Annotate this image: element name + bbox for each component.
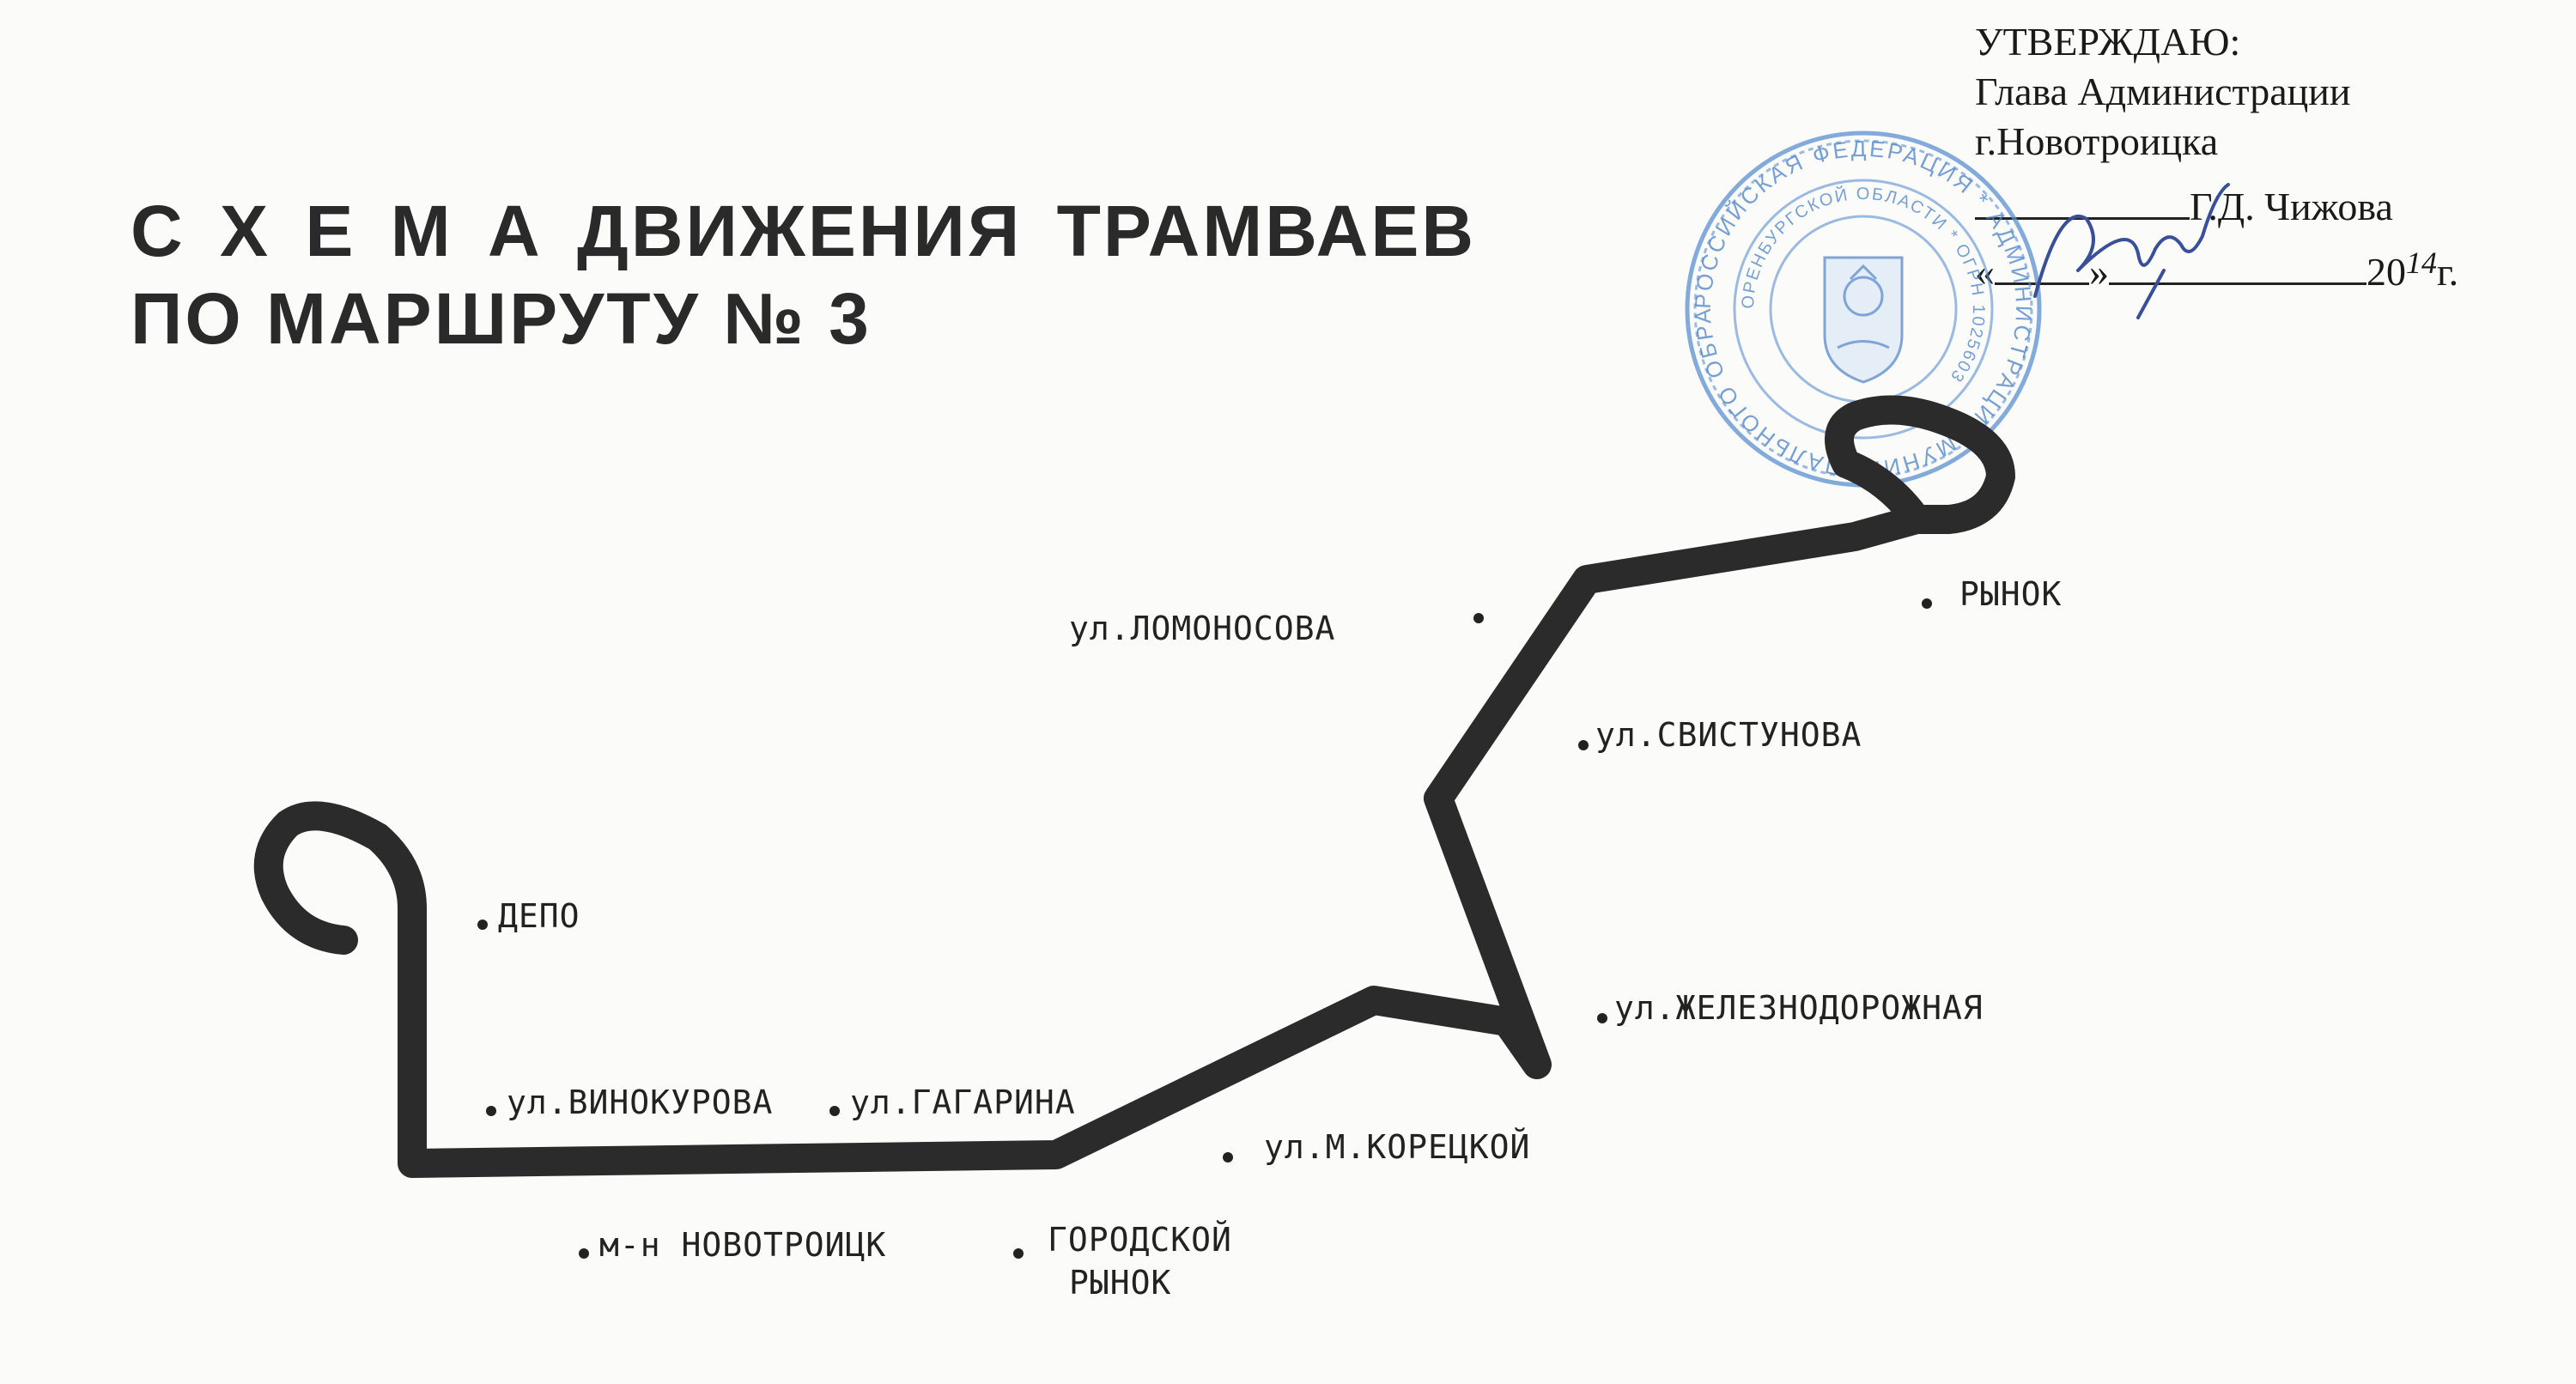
stop-label-zheleznodorozhnaya: ул.ЖЕЛЕЗНОДОРОЖНАЯ — [1614, 989, 1984, 1027]
coat-of-arms-icon — [1823, 256, 1904, 384]
stop-dot-lomonosova — [1473, 613, 1484, 623]
approval-position-line-1: Глава Администрации — [1975, 70, 2351, 113]
year-prefix: 20 — [2366, 250, 2406, 294]
approval-date-line: «»2014г. — [1975, 246, 2459, 300]
stop-dot-gagarina — [829, 1106, 840, 1116]
approval-block: УТВЕРЖДАЮ: Глава Администрации г.Новотро… — [1975, 17, 2458, 300]
stop-dot-novotroitsk — [579, 1248, 589, 1259]
stop-dot-vinokurova — [486, 1106, 496, 1116]
stop-dot-koretskoy — [1223, 1152, 1233, 1162]
approval-heading: УТВЕРЖДАЮ: — [1975, 20, 2241, 64]
stop-dot-rynok — [1922, 598, 1932, 609]
date-month-blank — [2109, 282, 2366, 285]
stop-label-gorodskoy-line-2: РЫНОК — [1069, 1264, 1172, 1302]
stop-dot-depo — [477, 920, 488, 930]
handwritten-signature-icon — [2033, 183, 2230, 319]
stop-dot-svistunova — [1578, 740, 1589, 750]
stop-label-gorodskoy-line-1: ГОРОДСКОЙ — [1048, 1221, 1232, 1259]
tram-route-line — [253, 395, 2015, 1178]
date-day-blank — [1995, 282, 2089, 285]
year-suffix: г. — [2437, 250, 2459, 294]
stop-label-svistunova: ул.СВИСТУНОВА — [1595, 716, 1862, 754]
stop-dot-zheleznodorozhnaya — [1597, 1013, 1607, 1023]
stop-label-depo: ДЕПО — [498, 897, 580, 935]
stop-label-vinokurova: ул.ВИНОКУРОВА — [507, 1084, 774, 1121]
stop-label-novotroitsk: м-н НОВОТРОИЦК — [599, 1226, 887, 1264]
stop-label-gagarina: ул.ГАГАРИНА — [850, 1084, 1076, 1121]
title-line-2: ПО МАРШРУТУ № 3 — [131, 278, 872, 359]
approver-name: Г.Д. Чижова — [2190, 185, 2393, 228]
year-handwritten: 14 — [2406, 246, 2437, 280]
title-line-1: С Х Е М А ДВИЖЕНИЯ ТРАМВАЕВ — [131, 191, 1477, 271]
approval-position-line-2: г.Новотроицка — [1975, 119, 2219, 163]
stop-dot-gorodskoy-rynok — [1013, 1248, 1024, 1259]
date-close-quote: » — [2089, 250, 2109, 294]
stop-label-rynok: РЫНОК — [1959, 575, 2063, 613]
stop-label-koretskoy: ул.М.КОРЕЦКОЙ — [1264, 1128, 1531, 1166]
document-title: С Х Е М А ДВИЖЕНИЯ ТРАМВАЕВ ПО МАРШРУТУ … — [131, 187, 1476, 362]
stop-label-lomonosova: ул.ЛОМОНОСОВА — [1069, 610, 1336, 647]
